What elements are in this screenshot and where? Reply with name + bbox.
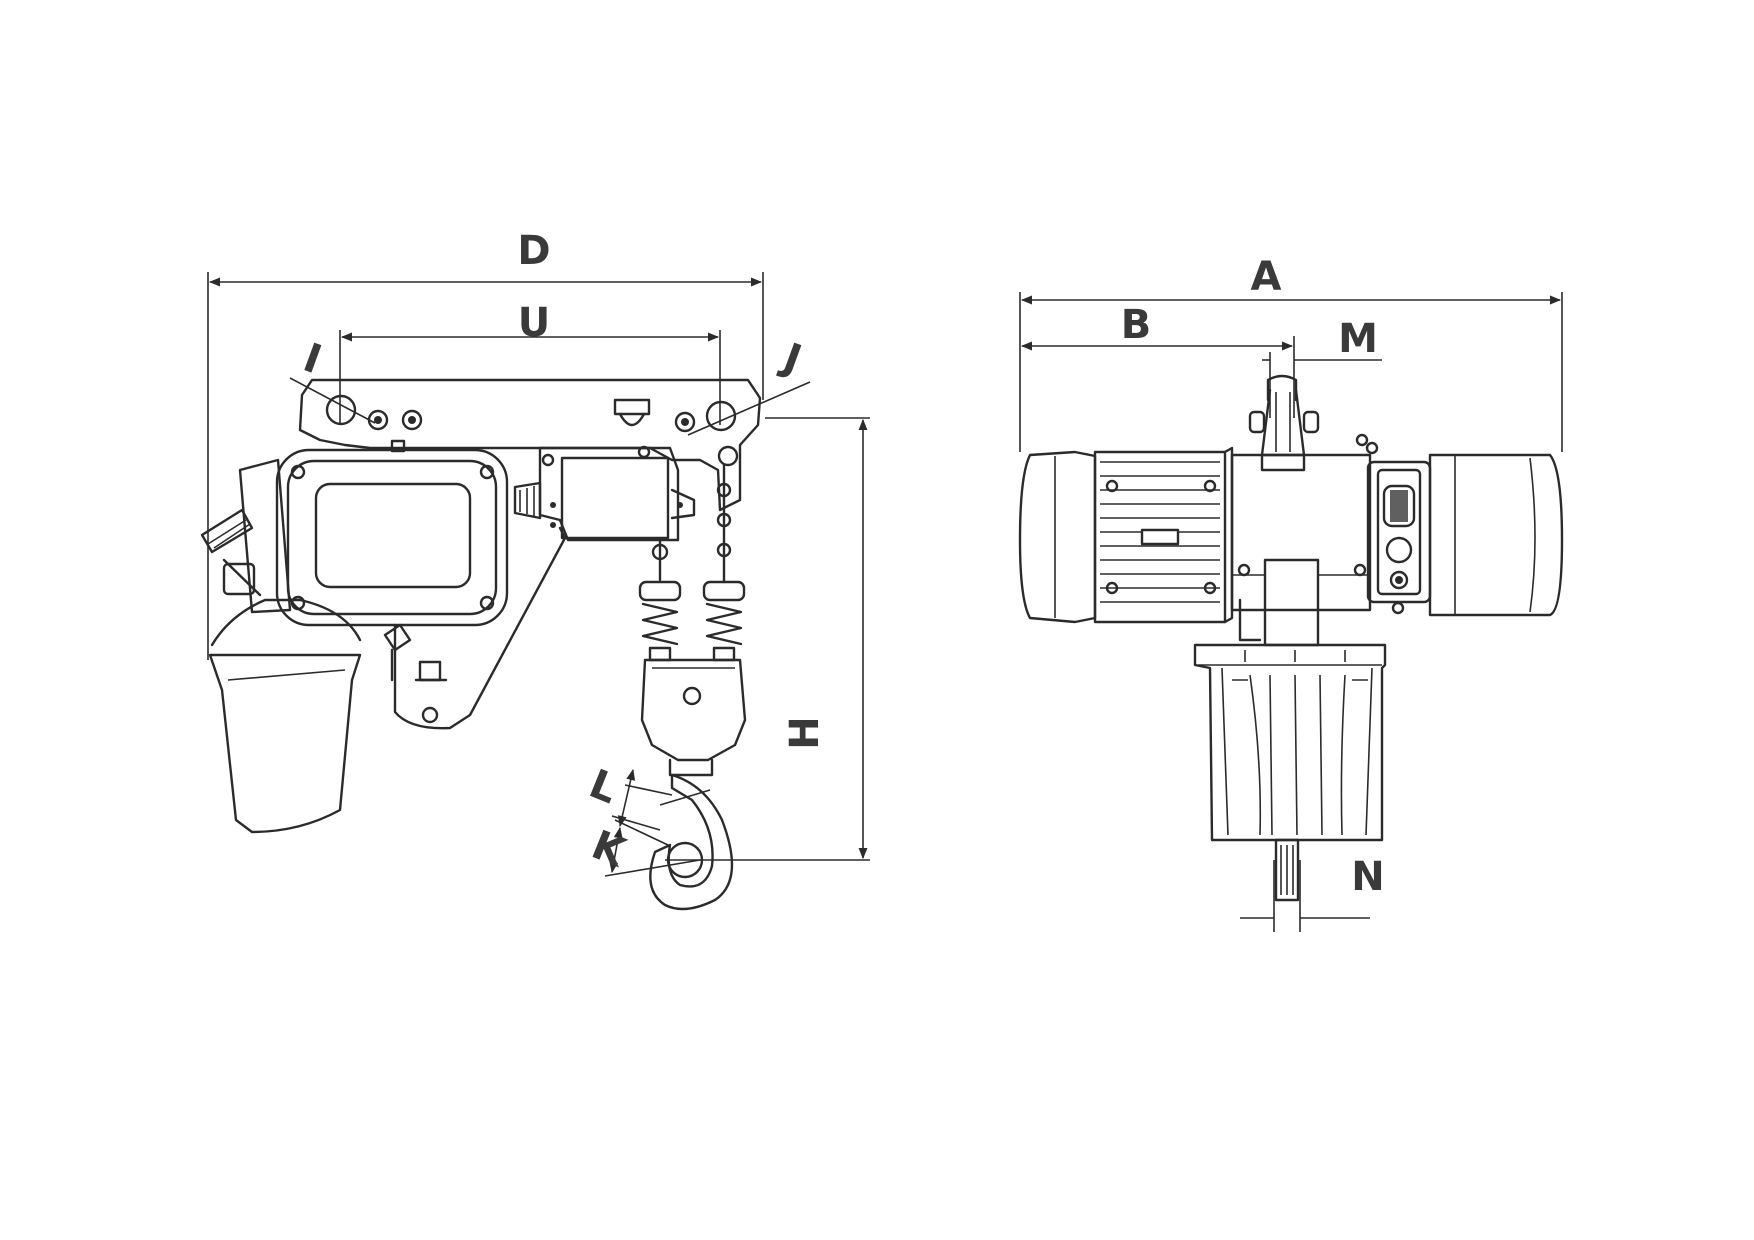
control-unit — [1365, 441, 1432, 615]
label-j: J — [775, 334, 808, 383]
motor-left — [1018, 446, 1234, 624]
dimension-n: N — [1240, 854, 1385, 932]
control-box — [513, 445, 696, 542]
trolley-wheels — [1248, 374, 1320, 472]
hook-block — [640, 658, 747, 777]
label-u: U — [518, 300, 550, 346]
hook — [649, 773, 734, 911]
label-h: H — [782, 716, 828, 749]
label-b: B — [1121, 302, 1152, 348]
label-i: I — [297, 335, 327, 383]
label-a: A — [1251, 254, 1282, 300]
label-m: M — [1338, 316, 1378, 362]
lower-housing — [1193, 643, 1387, 842]
hook-shank — [1274, 838, 1300, 902]
center-frame — [1230, 433, 1372, 647]
chain-and-springs — [638, 463, 746, 662]
label-k: K — [585, 822, 633, 877]
dimension-l: L — [583, 761, 673, 831]
chain-bucket — [200, 458, 362, 834]
trolley-plate — [298, 378, 762, 512]
motor-housing — [275, 439, 509, 627]
motor-right — [1428, 453, 1564, 617]
side-view: D U I J H — [200, 228, 870, 911]
label-n: N — [1351, 854, 1384, 900]
dimension-d: D — [207, 228, 764, 660]
dimension-m: M — [1262, 316, 1382, 418]
label-d: D — [517, 228, 550, 274]
dimension-b: B — [1020, 302, 1294, 351]
mount-bracket — [383, 526, 567, 730]
label-l: L — [583, 761, 624, 813]
dimension-k: K — [585, 819, 701, 877]
front-view: A B M — [1018, 254, 1564, 932]
dimension-a: A — [1019, 254, 1563, 452]
dimension-u: U — [339, 300, 721, 425]
